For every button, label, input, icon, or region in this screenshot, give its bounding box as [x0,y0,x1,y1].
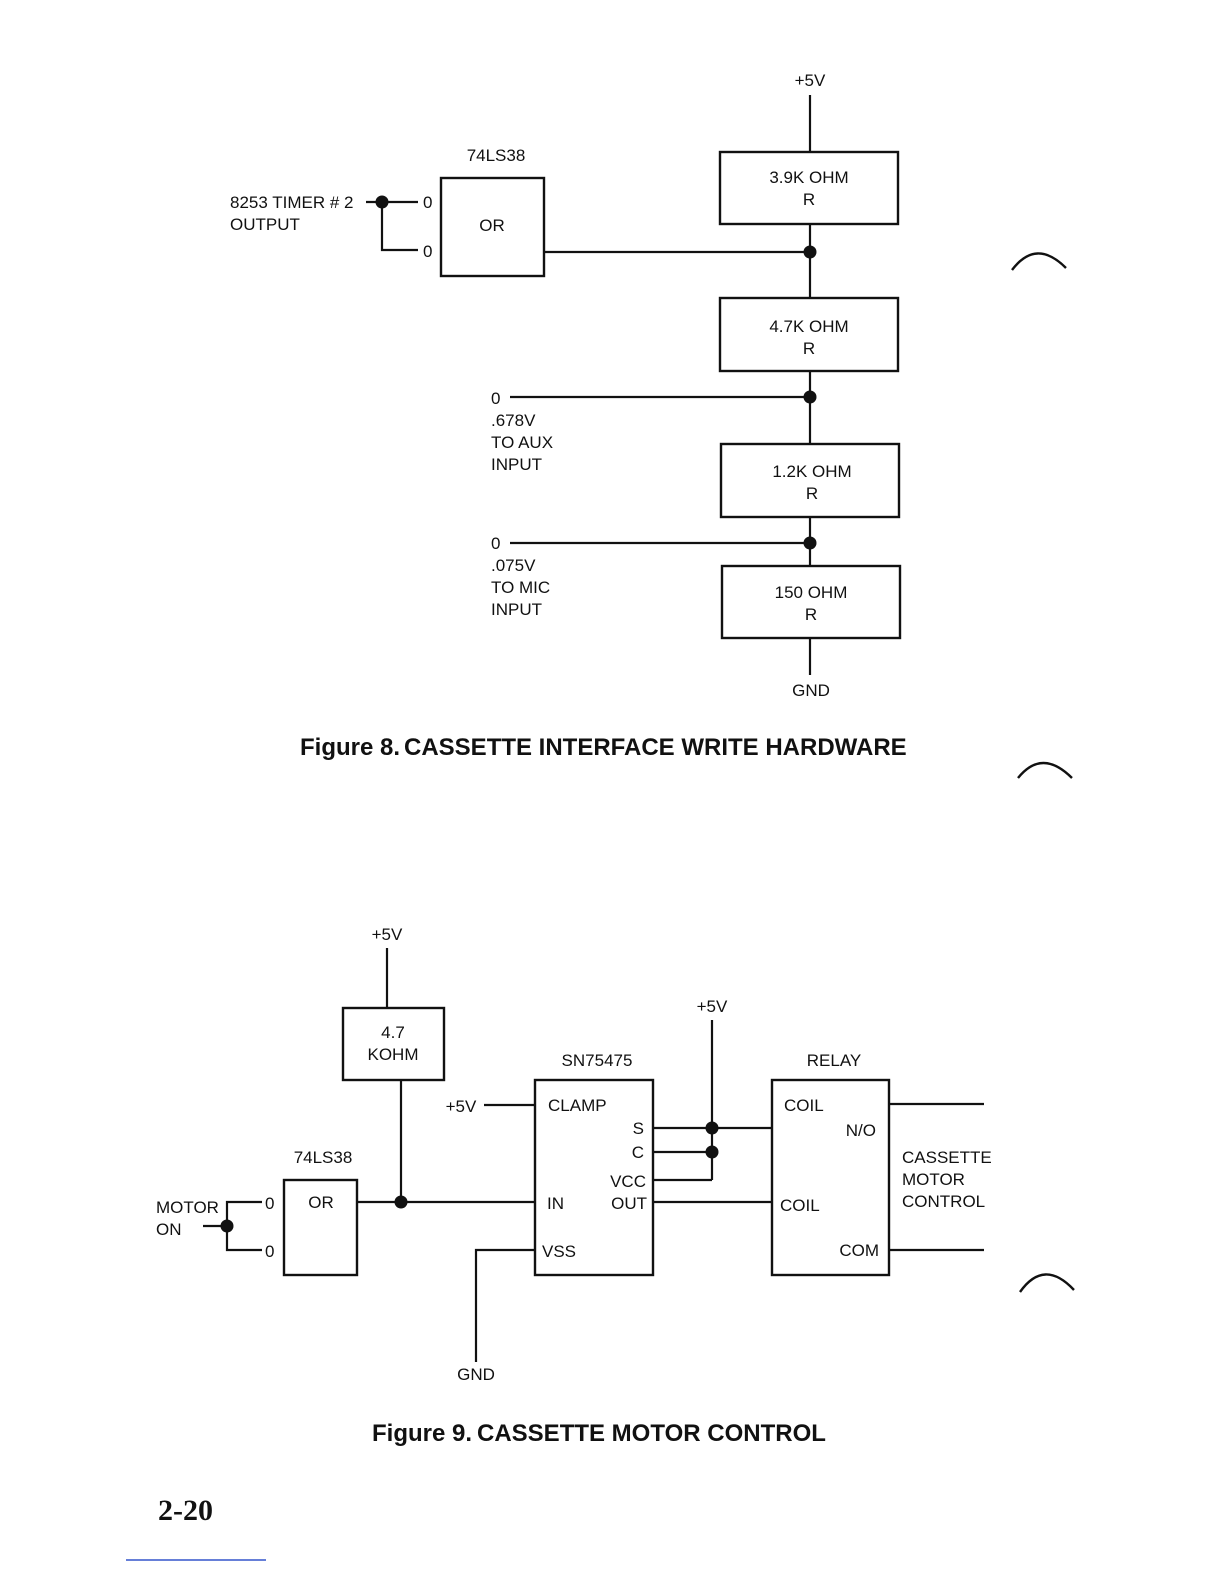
fig9-vss-wire [474,1248,535,1362]
fig9-relay-com: COM [839,1241,879,1260]
fig9-relay-no: N/O [846,1121,876,1140]
fig8-mic-line-1: TO MIC [491,578,550,597]
fig8-aux-line-1: TO AUX [491,433,553,452]
fig9-gnd-label: GND [457,1365,495,1384]
binder-tab-mark-1 [1011,252,1067,271]
fig8-junction-1 [803,245,817,259]
fig8-resistor-1-2k-value: 1.2K OHM [772,462,851,481]
fig8-resistor-1-2k [719,442,901,519]
fig9-gate-part-label: 74LS38 [294,1148,353,1167]
fig8-resistor-150 [720,564,902,640]
fig9-relay-coil-top: COIL [784,1096,824,1115]
fig9-pin-vcc: VCC [610,1172,646,1191]
fig8-aux-line-2: INPUT [491,455,542,474]
fig9-pin-in: IN [547,1194,564,1213]
fig8-resistor-4-7k-symbol: R [803,339,815,358]
fig9-pullup-junction [394,1195,408,1209]
fig8-gnd-label: GND [792,681,830,700]
fig8-resistor-3-9k-value: 3.9K OHM [769,168,848,187]
fig9-pullup-resistor [341,1006,446,1082]
fig8-or-gate [439,176,546,278]
fig9-pin-a: 0 [265,1194,274,1213]
fig9-caption-number: Figure 9. [372,1420,472,1447]
fig8-aux-pin: 0 [491,389,500,408]
fig9-or-gate [282,1178,359,1277]
fig9-pullup-vcc-label: +5V [372,925,403,944]
fig8-mic-pin: 0 [491,534,500,553]
fig8-vcc-label: +5V [795,71,826,90]
fig9-motor-label: MOTOR [156,1198,219,1217]
fig8-resistor-150-value: 150 OHM [775,583,848,602]
fig9-output-line-2: MOTOR [902,1170,965,1189]
fig9-relay-coil-bottom: COIL [780,1196,820,1215]
binder-tab-mark-2 [1017,761,1073,779]
figure-9: +5V 4.7 KOHM 74LS38 OR MOTOR ON 0 0 SN75… [156,925,992,1447]
fig9-or-gate-label: OR [308,1193,334,1212]
fig8-mic-voltage: .075V [491,556,536,575]
fig8-pin-a: 0 [423,193,432,212]
fig9-relay [770,1078,891,1277]
fig8-or-gate-label: OR [479,216,505,235]
fig9-driver-part-label: SN75475 [562,1051,633,1070]
fig8-caption-number: Figure 8. [300,734,400,761]
fig8-caption-title: CASSETTE INTERFACE WRITE HARDWARE [404,734,907,761]
fig9-output-line-3: CONTROL [902,1192,985,1211]
fig8-gate-part-label: 74LS38 [467,146,526,165]
fig8-pin-b: 0 [423,242,432,261]
fig9-pin-clamp: CLAMP [548,1096,607,1115]
fig9-pullup-unit: KOHM [368,1045,419,1064]
fig9-driver-vcc-label: +5V [446,1097,477,1116]
fig9-input-junction [220,1219,234,1233]
fig9-pullup-value: 4.7 [381,1023,405,1042]
page-number: 2-20 [158,1494,213,1527]
fig9-pin-c: C [632,1143,644,1162]
binder-tab-mark-3 [1019,1273,1075,1293]
fig8-resistor-3-9k [718,150,900,226]
figure-8: +5V 74LS38 OR 8253 TIMER # 2 OUTPUT 0 0 … [230,71,907,761]
fig9-rail-junction-2 [705,1145,719,1159]
fig9-pin-vss: VSS [542,1242,576,1261]
fig9-pin-s: S [633,1119,644,1138]
fig8-timer-label: 8253 TIMER # 2 [230,193,353,212]
fig9-on-label: ON [156,1220,182,1239]
fig9-pin-out: OUT [611,1194,647,1213]
fig8-input-wire-b [380,202,418,252]
fig8-resistor-4-7k-value: 4.7K OHM [769,317,848,336]
fig8-resistor-1-2k-symbol: R [806,484,818,503]
fig9-rail-junction-1 [705,1121,719,1135]
fig8-resistor-150-symbol: R [805,605,817,624]
fig9-output-line-1: CASSETTE [902,1148,992,1167]
fig8-output-label: OUTPUT [230,215,300,234]
fig9-relay-title: RELAY [807,1051,862,1070]
fig9-rail-vcc-label: +5V [697,997,728,1016]
fig8-resistor-3-9k-symbol: R [803,190,815,209]
fig8-mic-line-2: INPUT [491,600,542,619]
fig9-pin-b: 0 [265,1242,274,1261]
fig8-aux-voltage: .678V [491,411,536,430]
fig9-driver-ic [533,1078,655,1277]
fig9-caption-title: CASSETTE MOTOR CONTROL [477,1420,826,1447]
fig8-input-junction [375,195,389,209]
